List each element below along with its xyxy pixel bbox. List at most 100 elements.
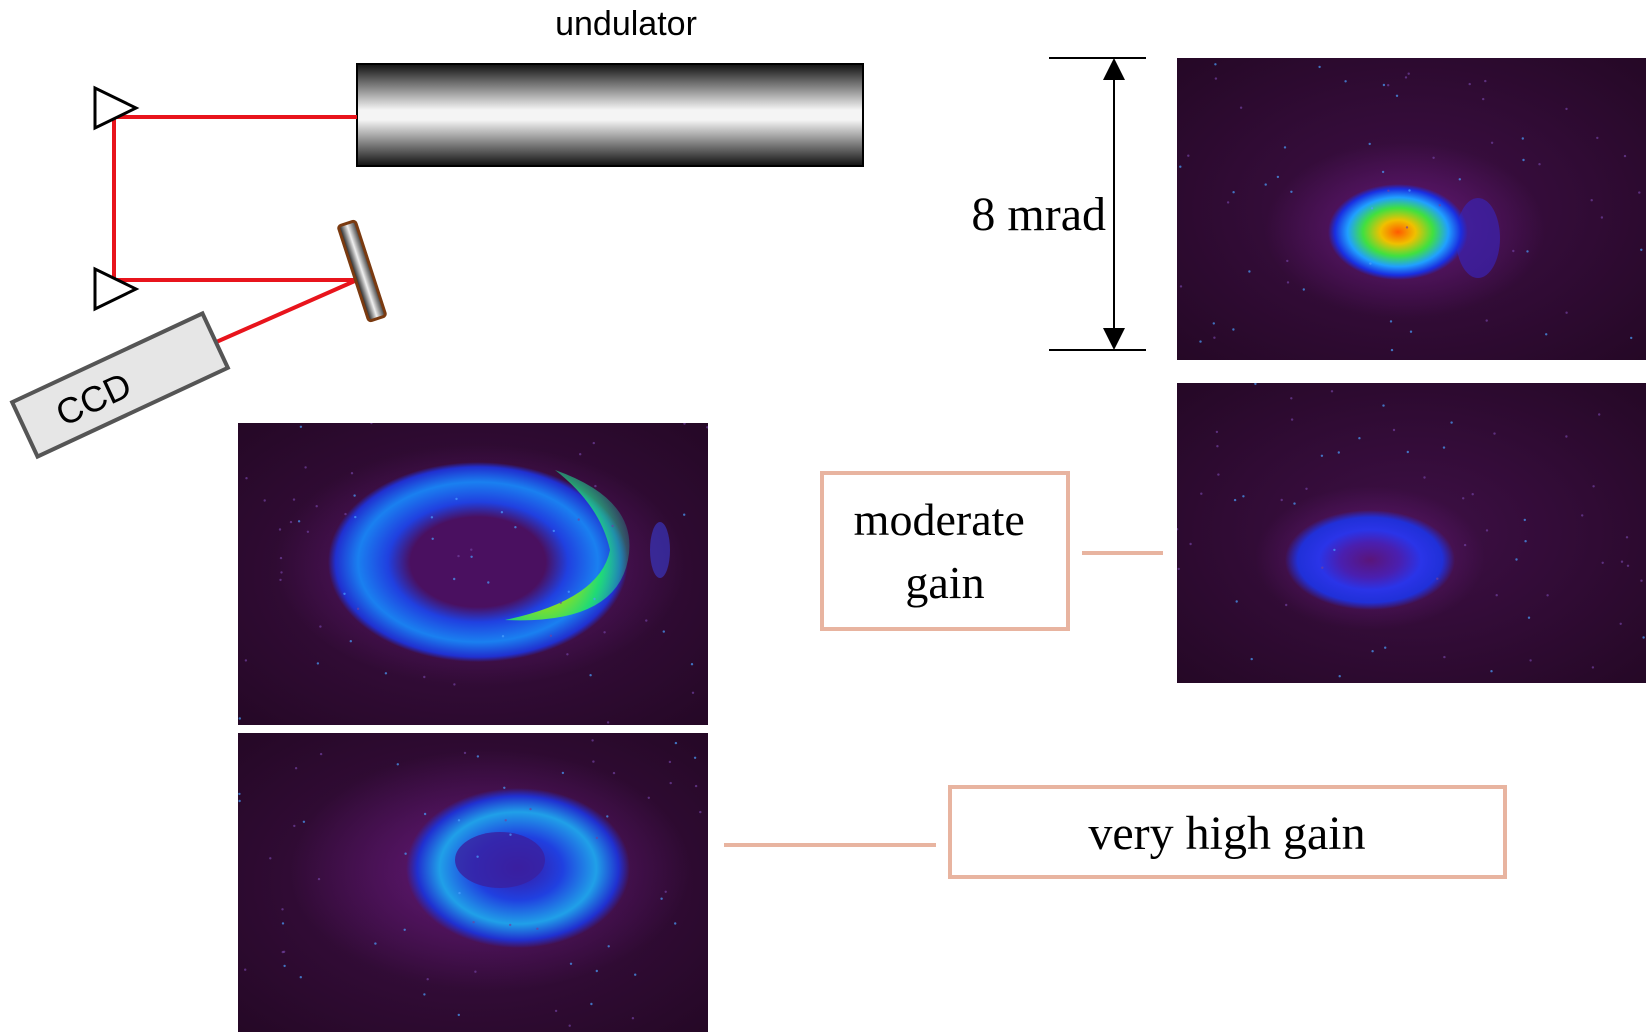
noise-dot bbox=[1405, 226, 1409, 229]
noise-dot bbox=[1407, 72, 1410, 75]
noise-dot bbox=[1581, 514, 1584, 517]
noise-dot bbox=[1235, 600, 1238, 603]
noise-dot bbox=[699, 810, 702, 814]
noise-dot bbox=[591, 739, 594, 742]
noise-dot bbox=[1305, 487, 1308, 490]
panel-middle-right bbox=[1177, 383, 1646, 683]
noise-dot bbox=[693, 756, 697, 759]
noise-dot bbox=[1404, 76, 1408, 79]
noise-dot bbox=[1526, 250, 1529, 253]
noise-dot bbox=[281, 908, 284, 911]
noise-dot bbox=[1590, 199, 1593, 202]
noise-dot bbox=[1527, 616, 1531, 619]
noise-dot bbox=[487, 581, 490, 584]
noise-dot bbox=[606, 815, 609, 818]
noise-dot bbox=[612, 771, 616, 775]
noise-dot bbox=[278, 528, 282, 531]
noise-dot bbox=[453, 577, 456, 581]
noise-dot bbox=[536, 927, 539, 930]
panel-bottom-left-upper bbox=[238, 423, 708, 725]
noise-dot bbox=[1642, 636, 1645, 639]
noise-dot bbox=[1216, 445, 1219, 448]
noise-dot bbox=[1389, 320, 1393, 323]
noise-dot bbox=[293, 824, 296, 828]
noise-dot bbox=[1370, 207, 1374, 210]
noise-dot bbox=[1625, 536, 1629, 539]
noise-dot bbox=[1344, 80, 1347, 83]
noise-dot bbox=[470, 548, 473, 551]
noise-dot bbox=[1524, 540, 1527, 543]
noise-dot bbox=[592, 441, 595, 445]
noise-dot bbox=[1177, 528, 1179, 531]
noise-dot bbox=[589, 674, 592, 677]
noise-dot bbox=[1285, 603, 1288, 607]
noise-dot bbox=[1598, 413, 1601, 416]
noise-dot bbox=[1338, 675, 1341, 678]
noise-dot bbox=[1529, 659, 1532, 662]
noise-dot bbox=[244, 659, 248, 662]
noise-dot bbox=[1387, 189, 1390, 192]
noise-dot bbox=[283, 964, 286, 968]
noise-dot bbox=[476, 755, 480, 758]
beam-path bbox=[112, 115, 358, 345]
noise-dot bbox=[1436, 577, 1439, 580]
noise-dot bbox=[457, 1013, 460, 1017]
noise-dot bbox=[1432, 156, 1435, 159]
noise-dot bbox=[1214, 77, 1218, 80]
noise-dot bbox=[426, 978, 429, 981]
noise-dot bbox=[1250, 657, 1253, 661]
noise-dot bbox=[552, 529, 555, 533]
noise-dot bbox=[430, 516, 434, 519]
noise-dot bbox=[683, 423, 686, 425]
noise-dot bbox=[1200, 492, 1203, 495]
noise-dot bbox=[607, 945, 610, 948]
noise-dot bbox=[1368, 142, 1371, 146]
noise-dot bbox=[1239, 106, 1243, 109]
noise-dot bbox=[595, 969, 598, 973]
noise-dot bbox=[404, 852, 407, 855]
noise-dot bbox=[292, 498, 296, 501]
noise-dot bbox=[1337, 451, 1341, 454]
noise-dot bbox=[1290, 190, 1293, 193]
noise-dot bbox=[549, 634, 553, 637]
noise-dot bbox=[1468, 82, 1471, 86]
noise-dot bbox=[1545, 333, 1548, 336]
noise-dot bbox=[1565, 107, 1568, 111]
noise-dot bbox=[403, 928, 406, 931]
noise-dot bbox=[1620, 560, 1624, 563]
noise-dot bbox=[1381, 170, 1385, 174]
noise-dot bbox=[1286, 281, 1290, 284]
noise-dot bbox=[1463, 543, 1467, 547]
noise-dot bbox=[304, 466, 307, 469]
noise-dot bbox=[317, 877, 321, 881]
noise-dot bbox=[603, 631, 606, 634]
noise-dot bbox=[668, 760, 672, 764]
noise-dot bbox=[1630, 336, 1633, 340]
noise-dot bbox=[647, 796, 650, 799]
noise-dot bbox=[592, 760, 595, 763]
noise-dot bbox=[1408, 189, 1411, 192]
noise-dot bbox=[1242, 495, 1245, 498]
noise-dot bbox=[561, 771, 565, 775]
noise-dot bbox=[1596, 136, 1599, 140]
noise-dot bbox=[1521, 137, 1525, 140]
noise-dot bbox=[344, 512, 347, 516]
noise-dot bbox=[1458, 178, 1462, 181]
noise-dot bbox=[1382, 404, 1385, 407]
very-high-gain-label: very high gain bbox=[1088, 807, 1365, 860]
noise-dot bbox=[245, 477, 248, 480]
noise-dot bbox=[634, 973, 637, 976]
noise-dot bbox=[660, 897, 663, 900]
noise-dot bbox=[1333, 548, 1336, 552]
noise-dot bbox=[1382, 83, 1386, 87]
noise-dot bbox=[457, 819, 461, 822]
noise-dot bbox=[1490, 141, 1494, 144]
noise-dot bbox=[289, 520, 293, 524]
noise-dot bbox=[1493, 432, 1496, 435]
noise-dot bbox=[1512, 249, 1515, 253]
noise-dot bbox=[1485, 319, 1488, 322]
noise-dot bbox=[1293, 502, 1296, 505]
noise-dot bbox=[238, 717, 241, 720]
noise-dot bbox=[279, 578, 282, 582]
noise-dot bbox=[559, 601, 562, 604]
